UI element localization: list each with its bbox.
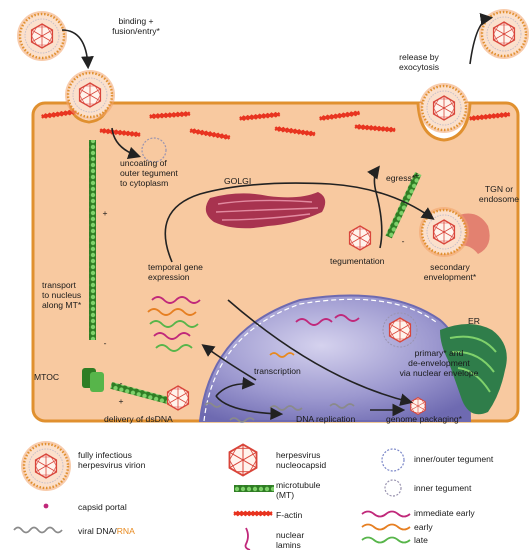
legend-factin-icon [232, 510, 274, 517]
label-release: release by exocytosis [398, 52, 440, 72]
legend-label-viral-dna: viral DNA/RNA [78, 526, 198, 536]
label-transcription: transcription [254, 366, 301, 376]
label-egress: egress* [386, 173, 416, 183]
legend-capsid-symbol [227, 443, 259, 477]
legend-label-rna-text: RNA [116, 526, 135, 536]
nuclear-rna [269, 352, 295, 358]
label-binding: binding + fusion/entry* [112, 16, 160, 36]
label-golgi: GOLGI [224, 176, 252, 186]
label-mt-plus: + [102, 208, 108, 218]
label-genome-packaging: genome packaging* [386, 414, 462, 424]
label-tegumentation: tegumentation [330, 256, 385, 266]
legend-label-inner-outer-tegument: inner/outer tegument [414, 454, 494, 464]
virion-released [479, 9, 529, 59]
gene-expression-transcripts [147, 296, 201, 352]
legend-capsid-portal-icon [43, 503, 49, 509]
nuclear-envelope [203, 298, 437, 422]
legend-label-lamins: nuclear lamins [276, 530, 305, 550]
mtoc [82, 368, 104, 392]
lamins [295, 314, 360, 326]
legend-label-capsid-portal: capsid portal [78, 502, 127, 512]
legend-virion-symbol [21, 441, 71, 491]
microtubule-vertical [89, 140, 96, 340]
virion-entry [65, 70, 115, 120]
legend-early-icon [361, 523, 411, 531]
primary-tegument [382, 312, 418, 348]
label-mtoc: MTOC [34, 372, 60, 382]
legend-label-virion: fully infectious herpesvirus virion [78, 450, 146, 470]
label-uncoating: uncoating of outer tegument to cytoplasm [120, 158, 178, 188]
legend-icons [13, 448, 411, 550]
legend-label-inner-tegument: inner tegument [414, 483, 472, 493]
golgi-organelle [205, 192, 326, 229]
label-transport: transport to nucleus along MT* [42, 280, 82, 310]
label-dna-replication: DNA replication [296, 414, 356, 424]
uncoated-tegument [141, 137, 167, 163]
legend-label-immediate-early: immediate early [414, 508, 475, 518]
label-mt-minus: - [103, 338, 107, 348]
microtubule-egress [385, 172, 422, 239]
pathway-arrows [61, 13, 494, 421]
legend-lamins-icon [244, 527, 251, 550]
legend-inner-outer-tegument-icon [381, 448, 405, 472]
label-delivery: delivery of dsDNA [104, 414, 173, 424]
legend-microtubule-icon [234, 485, 274, 492]
label-er: ER [468, 316, 480, 326]
label-egress-plus: + [414, 170, 420, 180]
legend-label-viral-dna-text: viral DNA/ [78, 526, 117, 536]
label-secondary-envelopment: secondary envelopment* [423, 262, 477, 282]
label-mtoc-minus: - [119, 378, 123, 388]
label-mtoc-plus: + [118, 396, 124, 406]
label-primary-envelopment: primary* and de-envelopment via nuclear … [399, 348, 479, 378]
legend-label-late: late [414, 535, 428, 545]
legend-label-nucleocapsid: herpesvirus nucleocapsid [276, 450, 327, 470]
legend-late-icon [361, 536, 411, 544]
microtubule-nuclear [110, 381, 170, 405]
legend-inner-tegument-icon [384, 479, 402, 497]
legend-label-early: early [414, 522, 433, 532]
label-temporal-gene-expression: temporal gene expression [148, 262, 203, 282]
label-tgn: TGN or endosome [478, 184, 520, 204]
legend-immediate-early-icon [361, 510, 411, 518]
virion-binding [17, 11, 67, 61]
legend-label-factin: F-actin [276, 510, 303, 520]
legend-label-microtubule: microtubule (MT) [276, 480, 321, 500]
label-egress-minus: - [401, 236, 405, 246]
viral-dna-strands [204, 402, 355, 423]
er-organelle [440, 324, 507, 415]
virion-exocytosis [419, 83, 469, 133]
legend-viral-dna-icon [13, 526, 63, 534]
